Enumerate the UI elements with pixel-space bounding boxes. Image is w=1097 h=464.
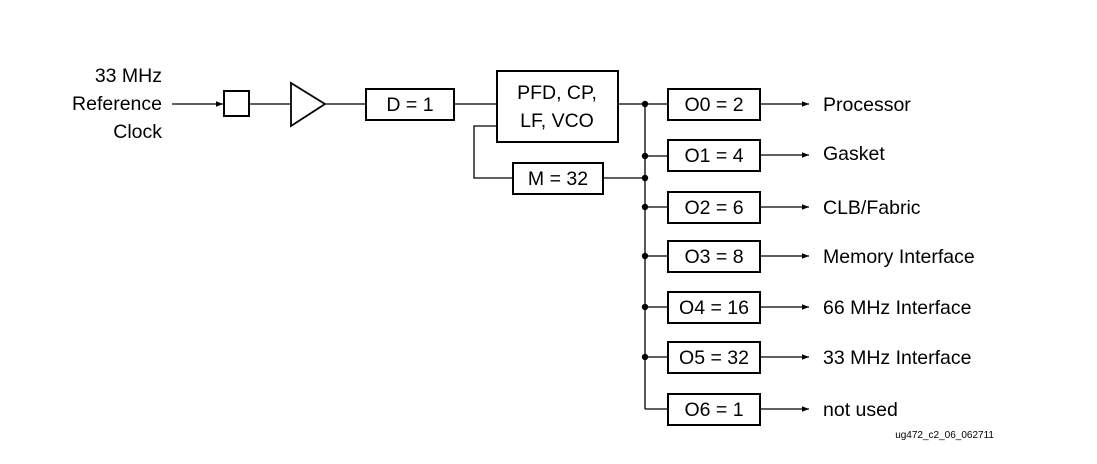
input-pad bbox=[223, 90, 250, 117]
figure-id: ug472_c2_06_062711 bbox=[895, 430, 994, 441]
output-counter-label: O3 = 8 bbox=[684, 246, 743, 268]
output-destination-label: Processor bbox=[823, 94, 911, 116]
junction-dot bbox=[641, 174, 649, 182]
output-row-6: O6 = 1 not used bbox=[645, 393, 898, 426]
output-counter-block bbox=[667, 291, 761, 324]
output-counter-label: O1 = 4 bbox=[684, 145, 743, 167]
feedback-label: M = 32 bbox=[528, 168, 588, 190]
output-destination-label: 33 MHz Interface bbox=[823, 347, 971, 369]
output-counter-label: O6 = 1 bbox=[684, 399, 743, 421]
input-label-line1: 33 MHz bbox=[95, 65, 162, 87]
pll-core-label-line1: PFD, CP, bbox=[517, 82, 597, 104]
output-row-2: O2 = 6 CLB/Fabric bbox=[645, 191, 921, 224]
output-destination-label: not used bbox=[823, 399, 898, 421]
divider-block bbox=[365, 88, 455, 121]
output-destination-label: Gasket bbox=[823, 143, 885, 165]
output-row-4: O4 = 16 66 MHz Interface bbox=[645, 291, 971, 324]
output-counter-label: O4 = 16 bbox=[679, 297, 749, 319]
output-row-1: O1 = 4 Gasket bbox=[645, 139, 885, 172]
feedback-block bbox=[512, 162, 604, 195]
output-row-3: O3 = 8 Memory Interface bbox=[645, 240, 975, 273]
feedback-return-wire bbox=[473, 125, 513, 179]
pll-core-label-line2: LF, VCO bbox=[520, 110, 594, 132]
divider-label: D = 1 bbox=[386, 94, 433, 116]
output-counter-block bbox=[667, 393, 761, 426]
pll-core-block bbox=[496, 70, 619, 143]
output-counter-label: O0 = 2 bbox=[684, 94, 743, 116]
output-destination-label: Memory Interface bbox=[823, 246, 975, 268]
output-destination-label: 66 MHz Interface bbox=[823, 297, 971, 319]
input-label-line2: Reference bbox=[72, 93, 162, 115]
output-row-0: O0 = 2 Processor bbox=[645, 88, 911, 121]
output-counter-block bbox=[667, 191, 761, 224]
output-row-5: O5 = 32 33 MHz Interface bbox=[645, 341, 971, 374]
input-label-line3: Clock bbox=[113, 121, 162, 143]
buffer-triangle-icon bbox=[290, 81, 327, 128]
output-counter-label: O2 = 6 bbox=[684, 197, 743, 219]
output-destination-label: CLB/Fabric bbox=[823, 197, 921, 219]
output-counter-label: O5 = 32 bbox=[679, 347, 749, 369]
